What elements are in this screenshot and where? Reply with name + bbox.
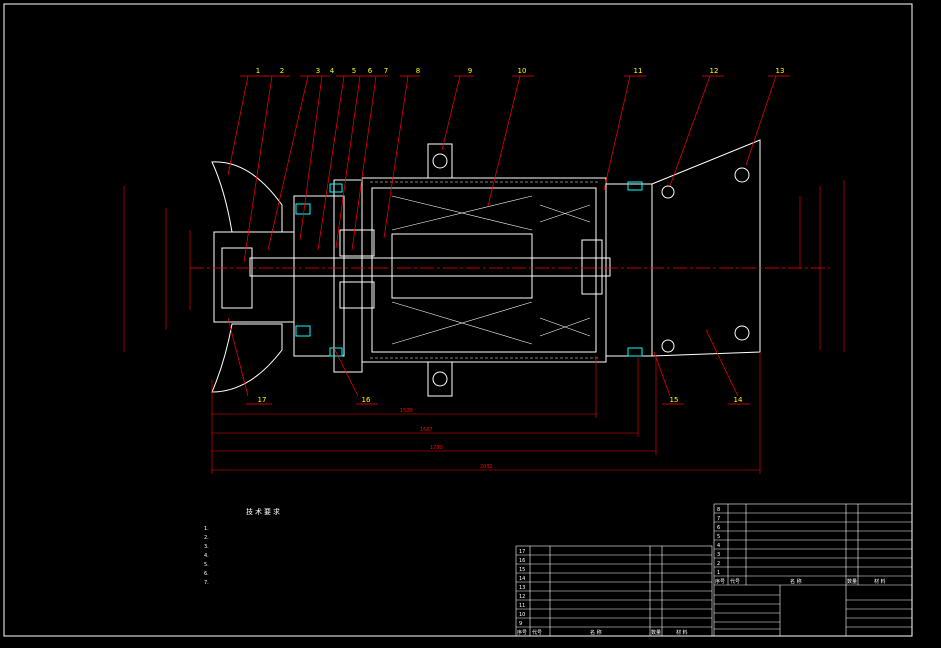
sheet-border [3,3,913,637]
note-line: 6. [204,571,209,577]
bom-table-right [713,503,913,637]
assembly-view [211,139,761,397]
dimension-texts: 1520 1667 1780 2032 [400,408,493,470]
balloon-6: 6 [368,67,373,75]
bracket-hole-bottom [734,325,750,341]
rear-end-cover [605,183,653,357]
front-bearing-bottom [339,281,375,309]
bom-right-header-material: 材 料 [874,578,886,585]
balloon-4: 4 [330,67,335,75]
note-line: 1. [204,526,209,532]
bom-right-header-name: 名 称 [790,578,802,585]
bom-right-row: 1 [717,570,720,576]
technical-requirements: 技术要求 1. 2. 3. 4. 5. 6. 7. [204,508,504,588]
balloon-9: 9 [468,67,472,75]
lifting-lug-bottom [427,361,453,397]
note-line: 5. [204,562,209,568]
bom-left-header-name: 名 称 [590,629,602,636]
dim-2: 1667 [420,427,433,433]
hub-nut [221,247,253,309]
dim-1: 1520 [400,408,413,414]
bom-left-row: 13 [519,585,525,591]
rear-bearing [581,239,603,295]
balloon-12: 12 [710,67,719,75]
rotor [391,233,533,299]
balloon-labels: 1 2 3 4 5 6 7 8 9 10 11 12 13 14 15 16 1… [256,67,785,404]
balloon-8: 8 [416,67,420,75]
bom-left-texts: 17 16 15 14 13 12 11 10 9 序号 代号 名 称 数量 材… [517,549,688,636]
bom-left-row: 10 [519,612,525,618]
bom-right-row: 6 [717,525,720,531]
bom-left-header-qty: 数量 [651,629,661,636]
balloon-7: 7 [384,67,388,75]
dim-3: 1780 [430,445,443,451]
bom-left-header-material: 材 料 [676,629,688,636]
propeller-blade-lower [211,323,283,393]
dimensions [123,180,845,474]
note-line: 4. [204,553,209,559]
balloon-17: 17 [258,396,267,404]
bom-left-row: 14 [519,576,525,582]
balloon-10: 10 [518,67,527,75]
balloon-2: 2 [280,67,284,75]
rear-seal-bottom [661,339,675,353]
bom-left-header-code: 代号 [532,629,542,636]
balloon-14: 14 [734,396,743,404]
bolts [295,181,643,357]
front-bearing-top [339,229,375,257]
stator-core [371,187,597,353]
balloon-13: 13 [776,67,785,75]
balloon-15: 15 [670,396,679,404]
bom-left-row: 17 [519,549,525,555]
winding-hatch [370,181,600,359]
bom-right-header-qty: 数量 [847,578,857,585]
lifting-lug-top [427,143,453,179]
bom-right-row: 5 [717,534,720,540]
rear-bracket [651,139,761,357]
bom-left-row: 11 [519,603,525,609]
bom-left-row: 16 [519,558,525,564]
propeller-blade-upper [211,161,283,233]
bom-right-row: 4 [717,543,720,549]
balloon-1: 1 [256,67,260,75]
bom-left-header-seq: 序号 [517,629,527,636]
balloon-11: 11 [634,67,643,75]
note-line: 7. [204,580,209,586]
bom-right-header-seq: 序号 [715,578,725,585]
note-line: 3. [204,544,209,550]
bracket-hole-top [734,167,750,183]
bom-right-row: 8 [717,507,720,513]
balloon-16: 16 [362,396,371,404]
bom-right-row: 2 [717,561,720,567]
bom-right-texts: 8 7 6 5 4 3 2 1 序号 代号 名 称 数量 材 料 [715,507,886,585]
leaders [227,75,790,405]
motor-casing [361,177,607,363]
balloon-5: 5 [352,67,356,75]
dim-4: 2032 [480,464,493,470]
lug-hole-bottom [432,371,448,387]
lug-hole-top [432,153,448,169]
bom-right-row: 7 [717,516,720,522]
bom-right-header-code: 代号 [730,578,740,585]
bom-table-left [515,545,713,637]
notes-title: 技术要求 [246,508,282,516]
note-line: 2. [204,535,209,541]
bom-right-row: 3 [717,552,720,558]
bom-left-row: 9 [519,621,522,627]
bom-left-row: 12 [519,594,525,600]
bom-left-row: 15 [519,567,525,573]
balloon-3: 3 [316,67,320,75]
shaft [249,257,611,277]
rear-seal-top [661,185,675,199]
